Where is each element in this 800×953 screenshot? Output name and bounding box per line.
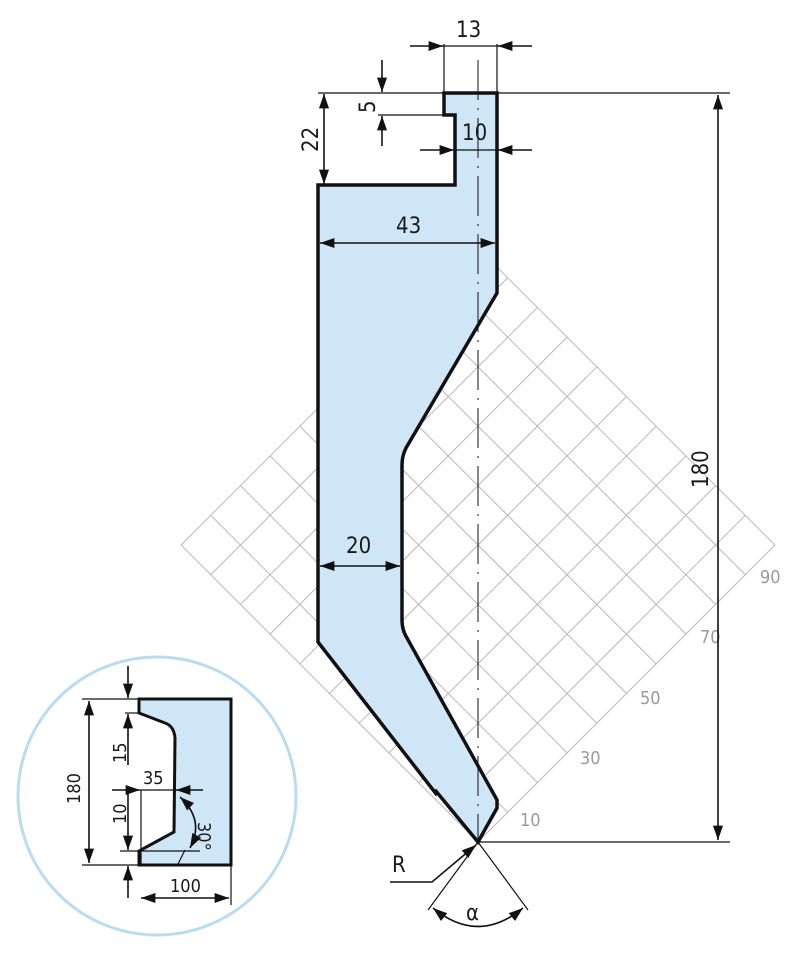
grid-label: 10: [520, 810, 541, 831]
grid-line: [477, 544, 776, 843]
grid-label: 90: [760, 567, 781, 588]
grid-line: [447, 277, 746, 576]
inset-dim-angle: 30°: [193, 822, 214, 851]
dim-notch-depth: 5: [356, 100, 381, 113]
dim-radius: R: [392, 853, 406, 878]
punch-profile: [316, 91, 499, 846]
dim-height: 180: [689, 450, 714, 488]
inset-dim-35: 35: [143, 768, 164, 789]
grid-label: 50: [640, 688, 661, 709]
inset-dim-height: 180: [64, 773, 85, 804]
die-inset: 180 15 35 10 30° 100: [16, 655, 298, 937]
inset-dim-width: 100: [170, 876, 201, 897]
dim-top-width: 13: [456, 18, 481, 43]
inset-dim-offset: 10: [110, 803, 131, 824]
dim-tang-height: 22: [299, 127, 324, 152]
grid-line: [477, 247, 776, 546]
dim-body-width: 43: [396, 214, 421, 239]
dim-neck-width: 20: [346, 534, 371, 559]
inset-dim-notch: 15: [110, 742, 131, 763]
dim-tang-width: 10: [462, 121, 487, 146]
grid-line: [418, 307, 716, 605]
dim-angle: α: [466, 901, 479, 926]
grid-label: 30: [580, 748, 601, 769]
